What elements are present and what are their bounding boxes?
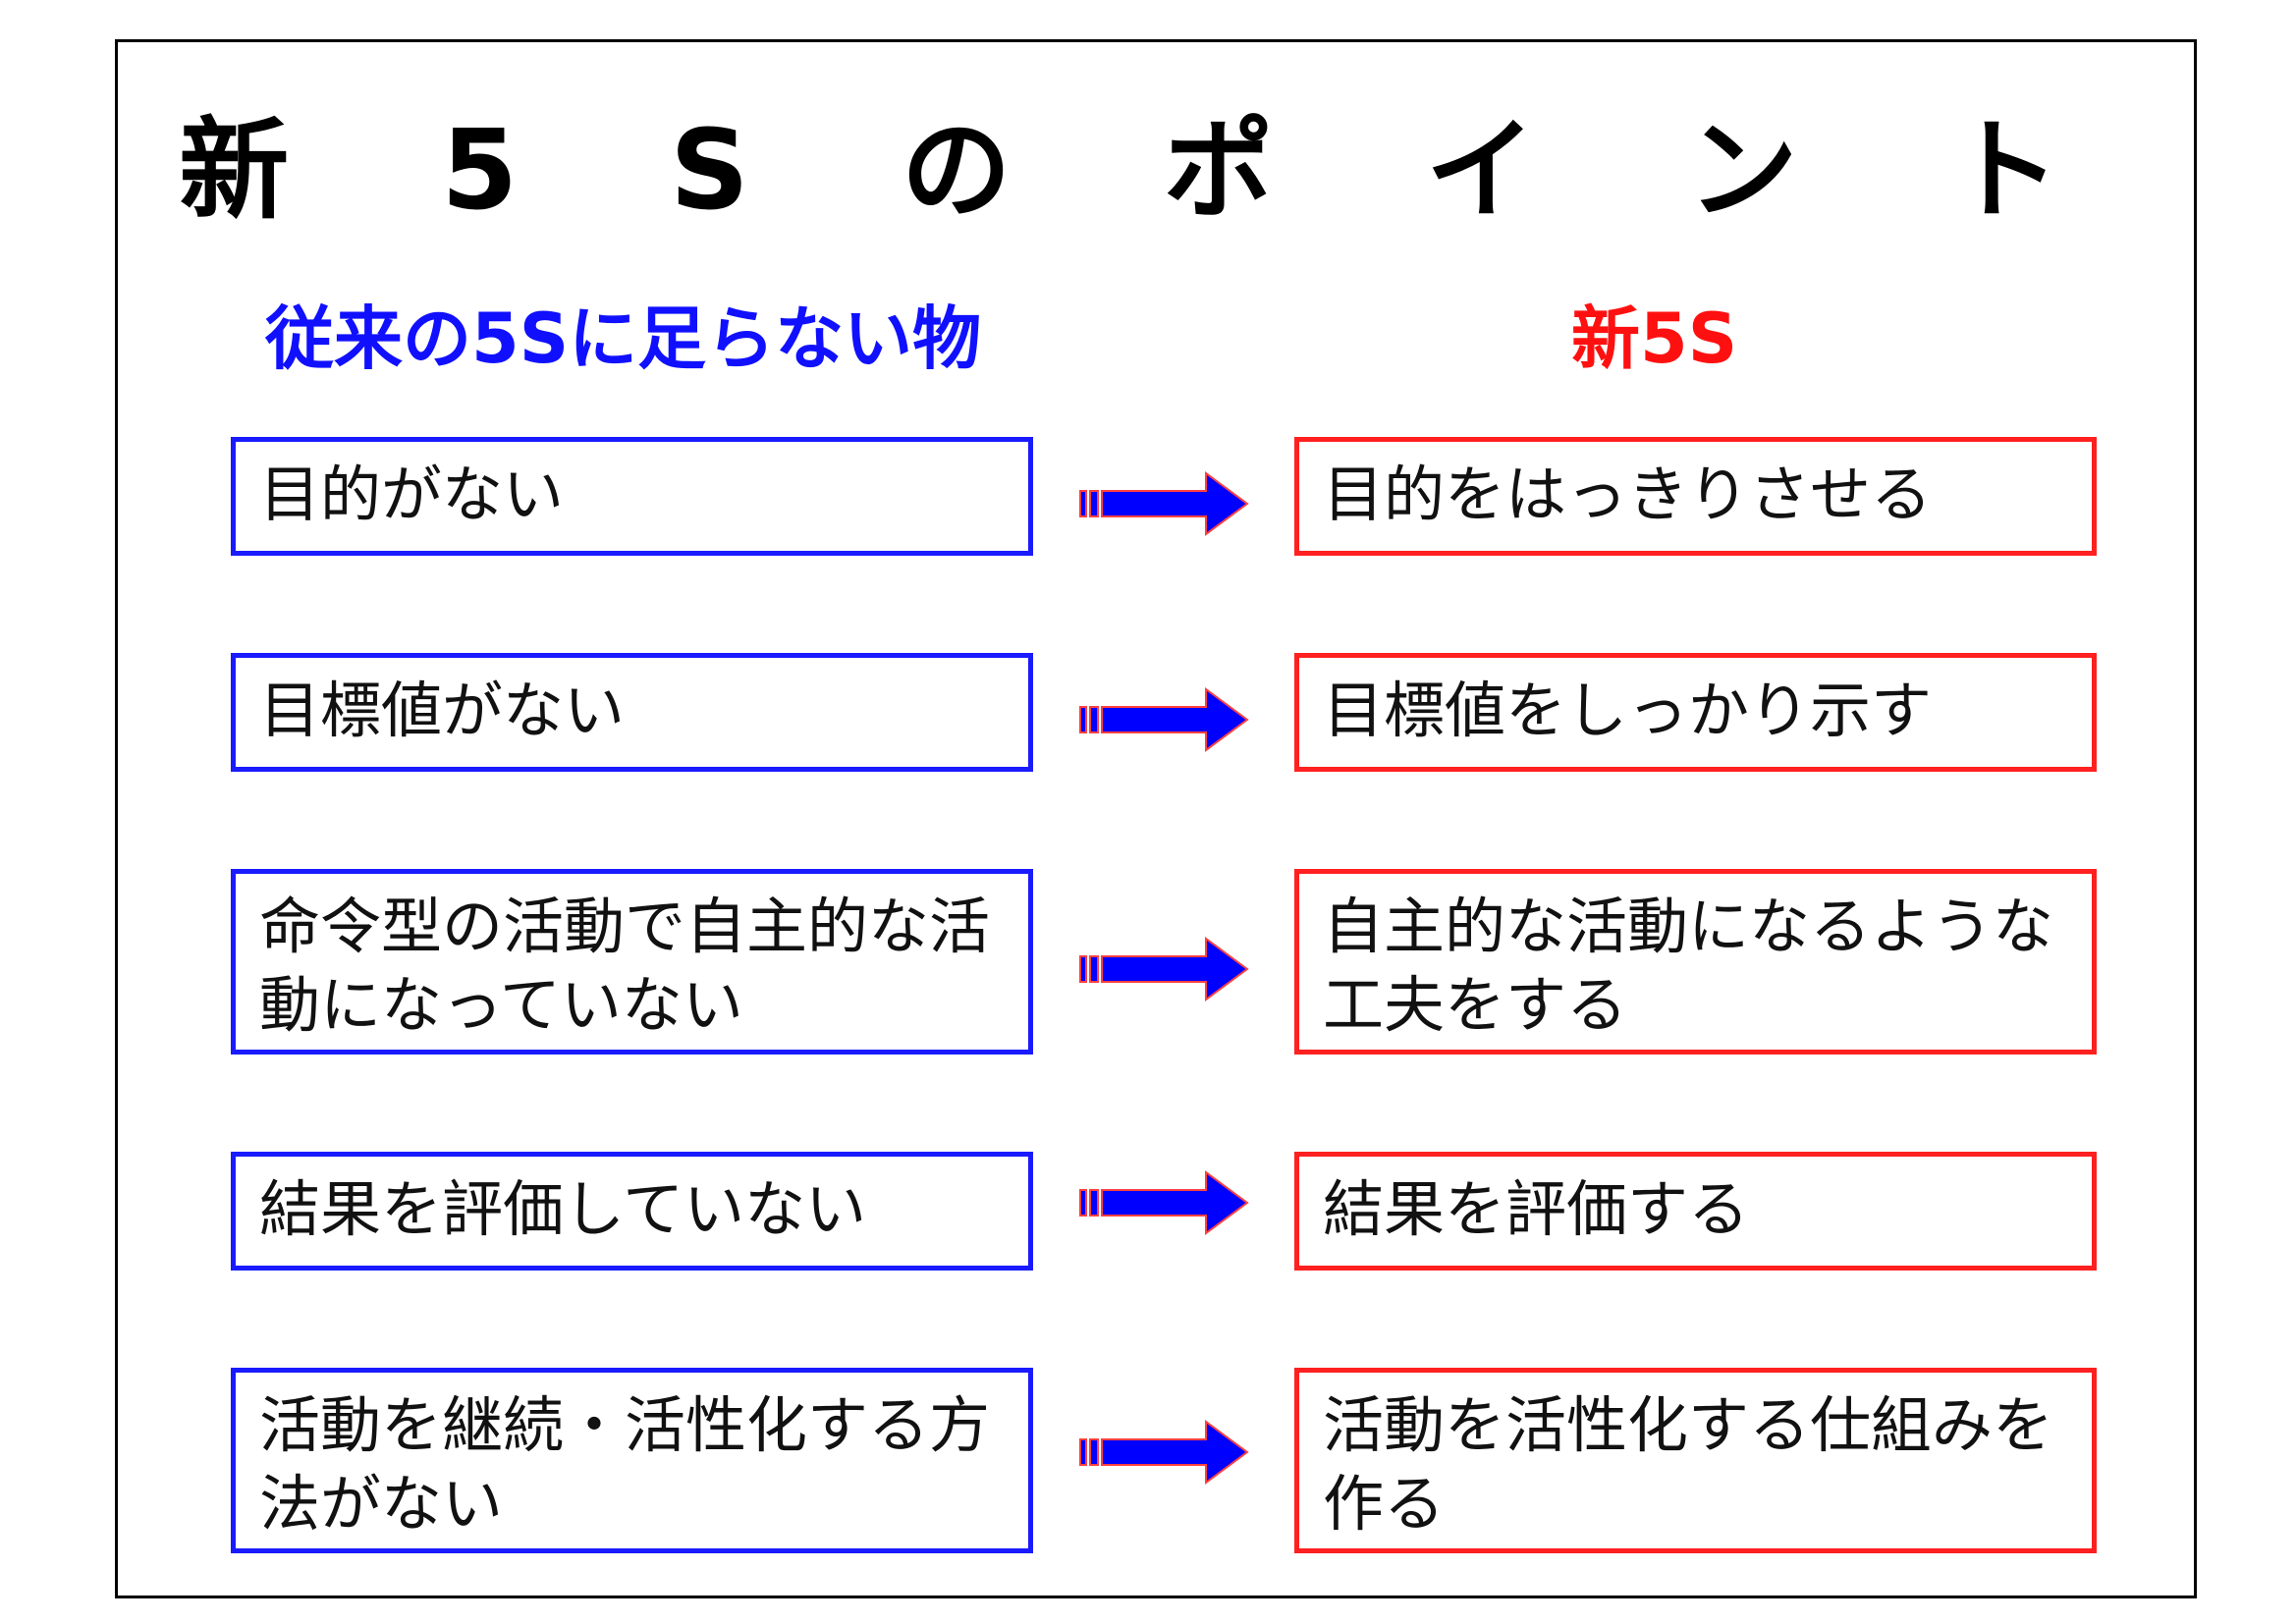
problem-box: 目的がない bbox=[231, 437, 1033, 556]
solution-box: 結果を評価する bbox=[1294, 1152, 2097, 1271]
slide-frame bbox=[115, 39, 2197, 1598]
solution-box: 目標値をしっかり示す bbox=[1294, 653, 2097, 772]
right-column-header: 新5S bbox=[1571, 298, 1738, 379]
arrow-right-icon bbox=[1079, 1170, 1249, 1235]
arrow-right-icon bbox=[1079, 1420, 1249, 1485]
solution-box: 自主的な活動になるような工夫をする bbox=[1294, 869, 2097, 1055]
arrow-right-icon bbox=[1079, 937, 1249, 1001]
solution-box: 活動を活性化する仕組みを作る bbox=[1294, 1368, 2097, 1553]
left-column-header: 従来の5Sに足らない物 bbox=[265, 298, 982, 379]
problem-box: 命令型の活動で自主的な活動になっていない bbox=[231, 869, 1033, 1055]
arrow-right-icon bbox=[1079, 471, 1249, 536]
problem-box: 目標値がない bbox=[231, 653, 1033, 772]
arrow-right-icon bbox=[1079, 687, 1249, 752]
solution-box: 目的をはっきりさせる bbox=[1294, 437, 2097, 556]
problem-box: 結果を評価していない bbox=[231, 1152, 1033, 1271]
slide-title: 新 5 S の ポ イ ン ト bbox=[179, 107, 2117, 235]
problem-box: 活動を継続・活性化する方法がない bbox=[231, 1368, 1033, 1553]
